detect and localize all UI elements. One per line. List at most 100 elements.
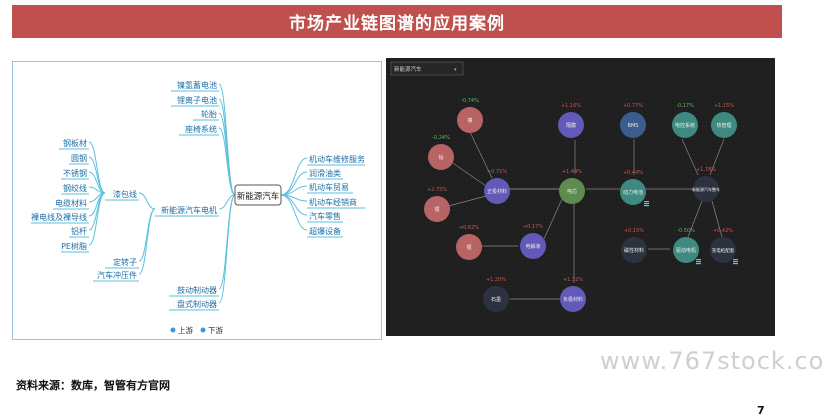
mindmap-node: 不锈钢 [63,168,87,178]
mindmap-node: 电缆材料 [55,198,87,208]
graph-node[interactable] [424,196,450,222]
graph-node-change: -0.17% [676,103,694,109]
graph-node-change: +0.62% [459,225,479,231]
graph-node-change: +0.15% [624,228,644,234]
chevron-down-icon: ▾ [454,67,457,73]
list-icon [733,263,738,265]
graph-node-change: +1.20% [486,277,506,283]
list-icon [696,263,701,265]
graph-node-label: 热管理 [716,122,731,129]
mindmap-node: 新能源汽车电机 [161,205,217,215]
graph-node[interactable] [620,179,646,205]
graph-nodes [424,107,737,312]
mindmap-node: 鼓动制动器 [177,285,217,295]
mindmap-node: 汽车冲压件 [97,270,137,280]
graph-node-change: +1.32% [563,277,583,283]
list-icon [644,201,649,203]
graph-node-label: 负极材料 [563,296,583,303]
graph-node-label: 石墨 [491,297,501,303]
graph-node-change: +2.75% [427,187,447,193]
graph-node[interactable] [520,233,546,259]
graph-node-label: 动力电池 [623,189,643,196]
legend-upstream: 上游 [178,325,193,335]
graph-node[interactable] [483,286,509,312]
source-note: 资料来源：数库，智管有方官网 [16,379,170,392]
mindmap-node: 盘式制动器 [177,299,217,309]
mindmap-node: 超爆设备 [309,226,341,236]
graph-node-change: -0.74% [461,98,479,104]
graph-node-change: +1.15% [714,103,734,109]
mindmap-node: 锂离子电池 [177,95,217,105]
graph-node[interactable] [710,237,736,263]
graph-node-label: 锂 [434,206,439,213]
graph-node-label: BMS [628,123,639,129]
list-icon [644,203,649,205]
page-number: 7 [757,404,765,417]
industry-mindmap-panel: 新能源汽车 镍氢蓄电池 锂离子电池 轮胎 座椅系统 新能源汽车电机 漆包线 定转… [12,61,382,340]
mindmap-node: 润滑油类 [309,168,341,178]
mindmap-center-box [234,184,282,206]
graph-node[interactable] [457,107,483,133]
mindmap-node: 机动车贸易 [309,182,349,192]
legend-dot-upstream [170,327,176,333]
legend-dot-downstream [200,327,206,333]
mindmap-node: 机动车维修服务 [309,154,365,164]
graph-node-change: +0.42% [713,228,733,234]
graph-node-change: +0.17% [523,224,543,230]
graph-node[interactable] [558,112,584,138]
graph-node[interactable] [560,286,586,312]
mindmap-node: PE树脂 [61,241,87,251]
graph-node-change: +1.78% [696,167,716,173]
mindmap-node: 座椅系统 [185,124,217,134]
mindmap-node: 铝杆 [71,226,87,236]
graph-node[interactable] [693,176,719,202]
mindmap-node: 机动车经销商 [309,197,357,207]
graph-svg: 新能源汽车 ▾ [386,58,775,336]
graph-node-label: 电芯 [567,188,577,195]
industry-graph-panel: 新能源汽车 ▾ [386,58,775,336]
graph-node-label: 钴 [438,154,443,161]
graph-node-label: 镍 [467,117,472,124]
graph-node[interactable] [620,112,646,138]
slide-title: 市场产业链图谱的应用案例 [289,14,505,34]
graph-node-label: 电解液 [525,243,540,250]
graph-node[interactable] [559,178,585,204]
mindmap-node: 轮胎 [201,109,217,119]
mindmap-node: 裸电线及裸导线 [31,212,87,222]
graph-node[interactable] [484,178,510,204]
graph-node[interactable] [456,234,482,260]
graph-dropdown-label: 新能源汽车 [394,65,422,73]
graph-node-change: +0.71% [487,169,507,175]
list-icon [644,205,649,207]
graph-node[interactable] [673,237,699,263]
graph-node[interactable] [711,112,737,138]
mindmap-node: 定转子 [113,257,137,267]
mindmap-node: 镍氢蓄电池 [177,80,217,90]
mindmap-node: 漆包线 [113,189,137,199]
graph-node-change: +0.44% [623,170,643,176]
graph-node[interactable] [428,144,454,170]
graph-node-label: 正极材料 [487,188,507,195]
graph-dropdown[interactable] [390,61,464,76]
mindmap-node: 圆钢 [71,153,87,163]
mindmap-svg: 新能源汽车 镍氢蓄电池 锂离子电池 轮胎 座椅系统 新能源汽车电机 漆包线 定转… [31,80,365,335]
graph-node[interactable] [621,237,647,263]
list-icon [733,261,738,263]
list-icon [733,259,738,261]
mindmap-center: 新能源汽车 [237,191,280,202]
mindmap-node: 钢绞线 [63,183,87,193]
graph-node-label: 新能源汽车整车 [692,186,720,192]
graph-node-change: +1.16% [561,103,581,109]
graph-node-change: -0.24% [432,135,450,141]
legend-downstream: 下游 [208,325,223,335]
list-icon [696,259,701,261]
graph-node-label: 驱动电机 [676,247,696,254]
mindmap-node: 钢板材 [63,138,87,148]
graph-node[interactable] [672,112,698,138]
mindmap-node: 汽车零售 [309,211,341,221]
watermark: www.767stock.com [600,347,824,375]
graph-node-label: 隔膜 [566,122,576,129]
graph-node-label: 电控系统 [675,122,695,129]
list-icon [696,261,701,263]
graph-node-change: +1.44% [562,169,582,175]
